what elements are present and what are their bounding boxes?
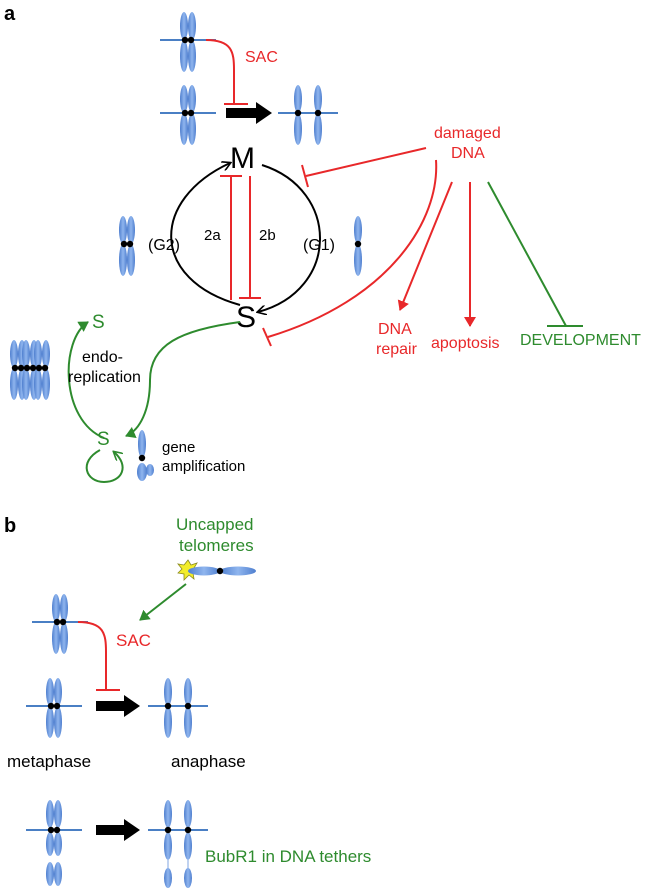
amplification-loop <box>85 449 124 484</box>
gene-label: gene <box>162 439 195 456</box>
s-to-endo-arrow <box>125 321 241 438</box>
label-2b: 2b <box>259 227 276 244</box>
m-phase-label: M <box>230 142 255 175</box>
panel-a-letter: a <box>4 3 16 25</box>
b-transition-arrow <box>96 695 140 717</box>
telomeres-label: telomeres <box>179 536 254 555</box>
b-sac-label: SAC <box>116 631 151 650</box>
mid-metaphase-chromosome <box>160 85 216 145</box>
endo-s-top: S <box>92 312 105 333</box>
g2-label: (G2) <box>148 237 180 254</box>
arrow-dna-repair <box>397 181 453 311</box>
b-metaphase-chromosome <box>26 678 82 738</box>
development-inhibition-line <box>487 181 567 327</box>
endo-left-arc <box>67 321 105 439</box>
dna-label: DNA <box>451 145 485 162</box>
telomere-to-sac-arrow <box>139 583 187 621</box>
b-tether-metaphase <box>26 800 82 886</box>
b-tether-arrow <box>96 819 140 841</box>
metaphase-label: metaphase <box>7 752 91 771</box>
apoptosis-label: apoptosis <box>431 335 500 352</box>
b-sac-inhibition-line <box>77 621 107 690</box>
uncapped-telomere-chromosome <box>177 559 256 581</box>
anaphase-chromatids <box>278 85 338 145</box>
s-phase-label: S <box>236 301 256 334</box>
endo-label-1: endo- <box>82 349 123 366</box>
damaged-to-s-inhibition <box>267 159 438 338</box>
cycle-arc-left <box>170 163 241 306</box>
dna-repair-label-1: DNA <box>378 321 412 338</box>
g1-chromosome <box>354 216 362 276</box>
polytene-chromosome <box>10 340 50 400</box>
sac-inhibition-line <box>205 39 235 104</box>
b-metaphase-chromosome-top <box>32 594 88 654</box>
damaged-to-m-bar <box>301 164 309 188</box>
amplification-label: amplification <box>162 458 245 475</box>
dna-repair-label-2: repair <box>376 341 418 358</box>
bubr1-label: BubR1 in DNA tethers <box>205 847 371 866</box>
damaged-to-s-bar <box>262 327 272 347</box>
panel-b-letter: b <box>4 515 16 537</box>
b-anaphase-chromatids <box>148 678 208 738</box>
amplified-chromosome <box>137 430 154 481</box>
endo-s-bottom: S <box>97 429 110 450</box>
g1-label: (G1) <box>303 237 335 254</box>
label-2a: 2a <box>204 227 221 244</box>
transition-block-arrow <box>226 102 272 124</box>
damaged-label: damaged <box>434 125 501 142</box>
endo-label-2: replication <box>68 369 141 386</box>
anaphase-label: anaphase <box>171 752 246 771</box>
top-metaphase-chromosome <box>160 12 216 72</box>
g2-chromosome <box>119 216 135 276</box>
b-tether-anaphase <box>148 800 208 888</box>
uncapped-label: Uncapped <box>176 515 254 534</box>
development-label: DEVELOPMENT <box>520 332 641 349</box>
sac-label: SAC <box>245 49 278 66</box>
damaged-to-m-inhibition <box>305 147 427 177</box>
cycle-arc-right <box>258 164 321 312</box>
